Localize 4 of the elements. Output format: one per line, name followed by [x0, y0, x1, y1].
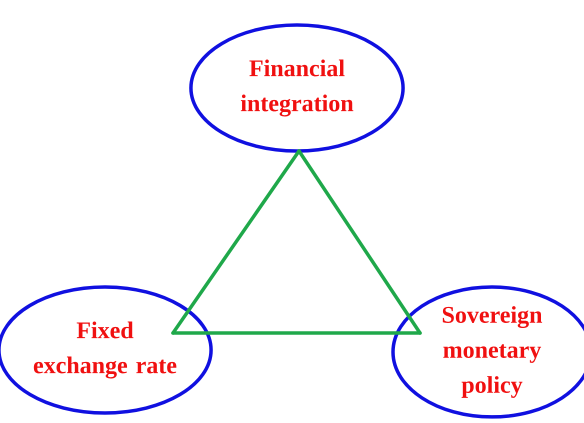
triangle-side [297, 149, 422, 335]
triangle-side [171, 149, 301, 335]
triangle-side [171, 331, 422, 335]
ellipse-node: Financial integration [189, 23, 405, 153]
